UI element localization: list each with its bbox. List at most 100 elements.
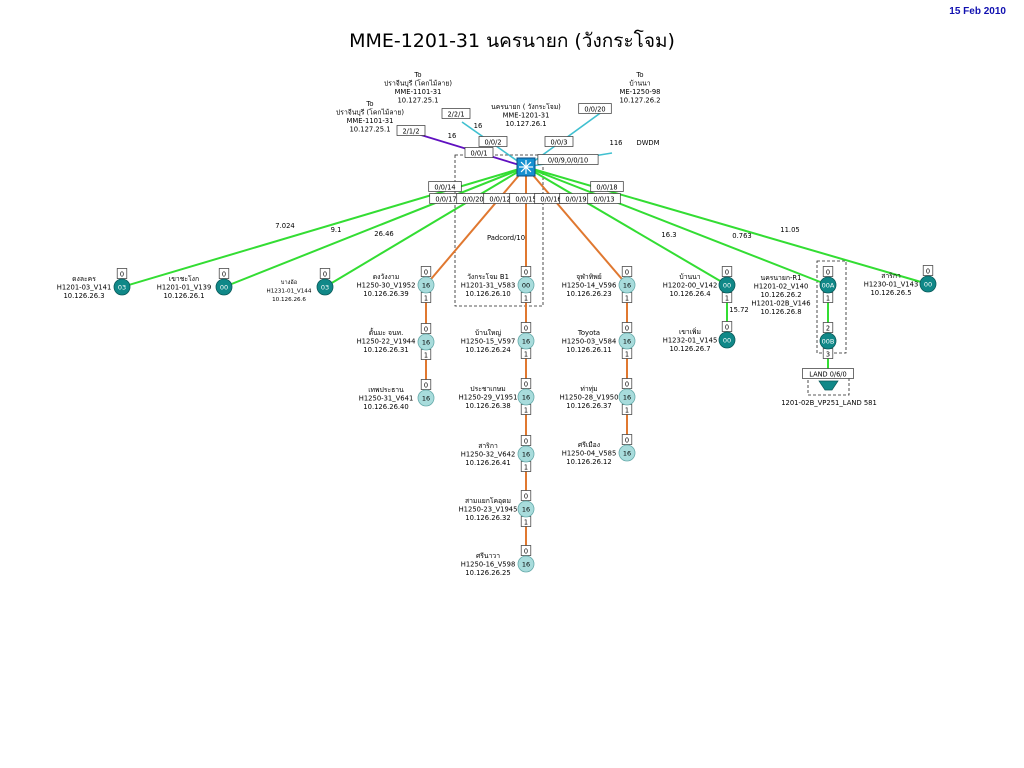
uplink-4-label: DWDM [636, 139, 659, 147]
node-n7-label: H1201-31_V583 [461, 282, 516, 290]
hub-port-0-0-13: 0/0/13 [593, 196, 614, 204]
n13-top-port: 0 [625, 269, 629, 277]
green-link-dist-2: 9.1 [331, 226, 342, 234]
n15-bottom-port: 1 [625, 407, 629, 415]
node-n1-label: 10.126.26.3 [63, 292, 104, 300]
n14-top-port: 0 [625, 325, 629, 333]
node-n4 [417, 276, 435, 294]
uplink-1-label: MME-1101-31 [395, 88, 442, 96]
padcord-label: Padcord/10 [487, 234, 525, 242]
land-box-box [802, 368, 854, 379]
n15-top-port-box [621, 378, 633, 389]
node-n14 [618, 332, 636, 350]
hub-port-0-0-16: 0/0/16 [540, 196, 561, 204]
n9-top-port-box [520, 378, 532, 389]
n13-top-port-box [621, 266, 633, 277]
uplink-1-label: 10.127.25.1 [397, 97, 438, 105]
node-n15-label: ท่าทุ่ม [580, 385, 597, 393]
n10-top-port: 0 [524, 438, 528, 446]
n18-top-port: 0 [725, 324, 729, 332]
uplink-4-dist: 116 [610, 139, 623, 147]
n1-top-port: 0 [120, 271, 124, 279]
n11-top-port-box [520, 490, 532, 501]
green-link-3 [324, 166, 527, 288]
node-n3-label: บางอ้อ [281, 279, 297, 286]
node-n12-value: 16 [522, 560, 530, 568]
node-n7-label: 10.126.26.10 [465, 290, 510, 298]
n11-top-port: 0 [524, 493, 528, 501]
hub-port-0-0-12: 0/0/12 [489, 196, 510, 204]
node-n17-value: 00 [723, 281, 731, 289]
node-n11-label: 10.126.26.32 [465, 514, 510, 522]
node-n12 [517, 555, 535, 573]
node-n8-value: 16 [522, 337, 530, 345]
node-n14-label: Toyota [577, 329, 600, 337]
node-n9-label: H1250-29_V1951 [459, 394, 518, 402]
land-device-icon [818, 380, 839, 391]
n8-top-port-box [520, 322, 532, 333]
n12-top-port-box [520, 545, 532, 556]
node-n1-value: 03 [118, 283, 126, 291]
n17-top-port-box [721, 266, 733, 277]
n4-top-port-box [420, 266, 432, 277]
n11-bottom-port: 1 [524, 519, 528, 527]
node-n3-label: H1231-01_V144 [267, 289, 312, 295]
uplink-2-far-port-box [396, 125, 426, 136]
node-n11-value: 16 [522, 505, 530, 513]
node-n1-label: ดงละคร [72, 275, 96, 283]
node-n19 [819, 276, 837, 294]
uplink-2-far-port: 2/1/2 [402, 128, 419, 136]
green-link-dist-5: 0.763 [732, 232, 751, 240]
n16-top-port: 0 [625, 437, 629, 445]
hub-port-0-0-13-box [587, 193, 621, 204]
green-link-dist-3: 26.46 [374, 230, 393, 238]
uplink-3-hub-port: 0/0/3 [550, 139, 567, 147]
node-n11-label: H1250-23_V1945 [459, 506, 518, 514]
node-n7 [517, 276, 535, 294]
green-link-5 [525, 166, 829, 286]
uplink-2-label: 10.127.25.1 [349, 126, 390, 134]
node-n2-label: H1201-01_V139 [157, 284, 212, 292]
uplink-3-hub-port-box [544, 136, 574, 147]
uplink-2-dist: 16 [448, 132, 457, 140]
node-n19-label: H1201-02_V140 [754, 283, 809, 291]
node-n16-label: ศรีเมือง [578, 441, 600, 449]
node-n20 [819, 332, 837, 350]
node-n12-label: 10.126.26.25 [465, 569, 510, 577]
node-n10-label: 10.126.26.41 [465, 459, 510, 467]
hub-port-0-0-18: 0/0/18 [596, 184, 617, 192]
n20-bottom-port: 3 [826, 351, 830, 359]
uplink-2-label: MME-1101-31 [347, 117, 394, 125]
node-n8 [517, 332, 535, 350]
link-n17-n18-dist: 15.72 [729, 306, 748, 314]
node-n19-label: 10.126.26.2 [760, 291, 801, 299]
n6-top-port: 0 [424, 382, 428, 390]
node-n13-value: 16 [623, 281, 631, 289]
node-n1 [113, 278, 131, 296]
n19-top-port: 0 [826, 269, 830, 277]
uplink-1-far-port-box [441, 108, 471, 119]
n7-top-port-box [520, 266, 532, 277]
n10-top-port-box [520, 435, 532, 446]
node-n14-label: 10.126.26.11 [566, 346, 611, 354]
node-n15-label: H1250-28_V1950 [560, 394, 619, 402]
node-n5-label: 10.126.26.31 [363, 346, 408, 354]
n16-top-port-box [621, 434, 633, 445]
node-n18-value: 00 [723, 336, 731, 344]
green-link-dist-1: 7.024 [275, 222, 294, 230]
uplink-2-hub-port: 0/0/1 [470, 150, 487, 158]
hub-label: 10.127.26.1 [505, 120, 546, 128]
node-n6 [417, 389, 435, 407]
node-n3-value: 03 [321, 283, 329, 291]
node-n2-value: 00 [220, 283, 228, 291]
date-label: 15 Feb 2010 [949, 6, 1006, 17]
uplink-4-hub-port-box [537, 154, 599, 165]
n5-top-port: 0 [424, 326, 428, 334]
n18-top-port-box [721, 321, 733, 332]
node-n11-label: สามแยกโคอุดม [465, 496, 511, 505]
node-n19-value: 00A [822, 281, 835, 289]
node-n17-label: บ้านนา [679, 273, 700, 281]
uplink-1-dist: 16 [474, 122, 483, 130]
node-n18-label: เขาเพิ่ม [679, 327, 701, 336]
node-n21-value: 00 [924, 280, 932, 288]
